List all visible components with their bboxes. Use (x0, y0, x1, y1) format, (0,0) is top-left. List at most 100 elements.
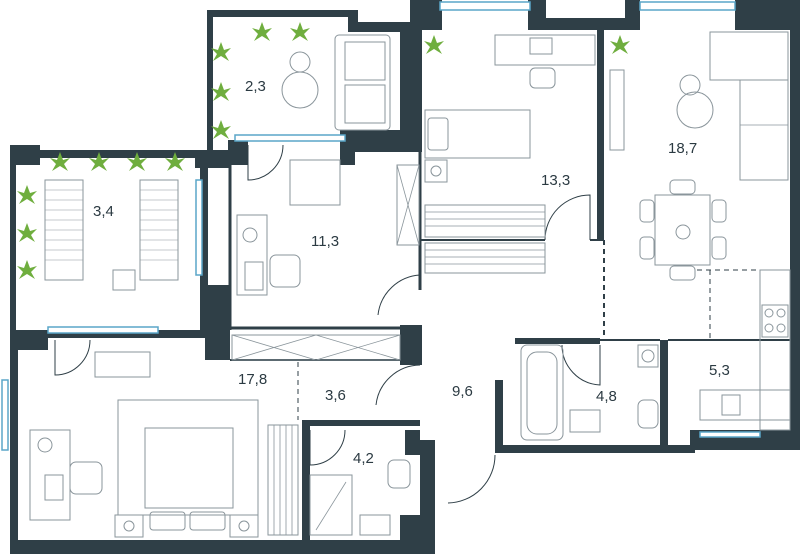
sink-bath-small (359, 514, 391, 536)
bathroom-furniture (309, 344, 659, 536)
area-label-kitchen: 5,3 (709, 362, 730, 379)
wall-mid-vertical (400, 30, 422, 150)
shower (309, 474, 353, 536)
chair-study (269, 254, 301, 288)
area-label-wardrobe: 3,6 (325, 387, 346, 404)
bed-master (117, 399, 259, 516)
master-furniture (29, 399, 259, 538)
wall-bottom-right-lower (420, 440, 435, 554)
area-labels: 2,3 3,4 13,3 18,7 11,3 17,8 3,6 9,6 4,8 … (93, 78, 730, 467)
wall-balcony-left-left (10, 145, 16, 335)
wardrobe-hall (424, 242, 546, 274)
door-bedroom (544, 194, 591, 241)
wall-study-corner (205, 285, 230, 335)
wall-lower-left-corner (10, 330, 48, 350)
area-label-bathroom-main: 4,8 (596, 388, 617, 405)
side-table-balcony (112, 269, 136, 291)
window-master (47, 326, 159, 334)
sofa-balcony-top (334, 34, 391, 131)
wall-top-pillar-1 (410, 0, 442, 30)
sink-bath-main (569, 409, 601, 433)
wall-bedroom-living (597, 30, 604, 240)
area-label-master-bedroom: 17,8 (238, 371, 267, 388)
step-master (94, 351, 151, 378)
stove (761, 304, 789, 338)
wall-lower-left (10, 345, 18, 545)
door-study-balcony (247, 144, 284, 181)
dining-table (654, 194, 711, 266)
wall-master-top (40, 330, 230, 338)
door-hall-entry (447, 454, 496, 504)
wall-top-right (735, 0, 800, 30)
wall-balcony-top-corner (348, 10, 358, 32)
wardrobe-study (396, 164, 420, 246)
door-bath-small (309, 429, 346, 466)
wall-right (790, 0, 800, 450)
wall-balcony-left-right (200, 160, 208, 330)
wall-mid-horizontal (340, 130, 422, 152)
tv-stand-living (609, 69, 625, 151)
desk-study (236, 214, 268, 296)
study-furniture (236, 214, 301, 296)
wall-bath-top (515, 338, 600, 344)
nightstand-bedroom (424, 159, 448, 183)
toilet-bath-main (637, 399, 659, 429)
wall-bath-small-left (302, 425, 310, 540)
step-study (289, 159, 341, 206)
kitchen-furniture (699, 269, 791, 431)
wall-bath-small-top-line (302, 420, 420, 426)
door-study (377, 274, 421, 316)
wall-bath-left (495, 380, 503, 453)
plants (17, 22, 630, 279)
living-furniture (609, 31, 789, 281)
wall-top-pillar-3 (625, 0, 640, 30)
wall-balcony-top-left (207, 10, 213, 150)
boiler (637, 344, 659, 368)
wall-study-top-left (228, 140, 248, 165)
window-study-top (234, 134, 346, 142)
wardrobe-bedroom (424, 204, 546, 238)
area-label-bedroom-middle: 13,3 (541, 172, 570, 189)
bathtub (520, 344, 564, 441)
kitchen-sink (721, 394, 741, 416)
coffee-table-living (676, 91, 714, 129)
area-label-balcony-top: 2,3 (245, 78, 266, 95)
wall-bath-small-top (405, 430, 420, 455)
wall-bottom (10, 540, 430, 554)
wall-study-top-right (340, 140, 355, 165)
window-bedroom (439, 1, 531, 11)
area-label-living-room: 18,7 (668, 140, 697, 157)
kitchen-counter-bottom (699, 389, 791, 421)
wall-bath-kitchen (660, 340, 668, 450)
area-label-study: 11,3 (311, 233, 339, 250)
wall-bath-bottom (495, 445, 695, 453)
wall-top-a (355, 22, 420, 32)
desk-bedroom (494, 34, 596, 66)
area-label-balcony-left: 3,4 (93, 203, 114, 220)
windows (1, 1, 761, 451)
window-master-side (1, 379, 9, 451)
bedroom-middle-furniture (424, 34, 596, 183)
wardrobes (94, 159, 546, 536)
sofa-living-side (739, 79, 789, 181)
chair-bedroom (529, 67, 556, 89)
area-label-bathroom-small: 4,2 (353, 450, 374, 467)
wall-corridor-pillar (400, 325, 422, 365)
toilet-bath-small (387, 459, 411, 489)
balcony-top-furniture (281, 34, 391, 131)
window-living (639, 1, 736, 11)
wardrobe-master (267, 424, 299, 536)
door-master-balcony (54, 339, 91, 376)
wall-top-b (540, 18, 630, 30)
balcony-left-furniture (44, 179, 179, 291)
wall-balcony-top-top (207, 10, 355, 17)
window-balcony-left-side (195, 179, 203, 276)
bed-bedroom (424, 109, 531, 159)
chair-master (69, 461, 103, 495)
kitchen-counter-right (759, 269, 791, 431)
door-master (375, 364, 421, 406)
wall-bottom-pillar (400, 515, 420, 540)
window-kitchen (699, 431, 761, 438)
area-label-hallway: 9,6 (452, 383, 473, 400)
